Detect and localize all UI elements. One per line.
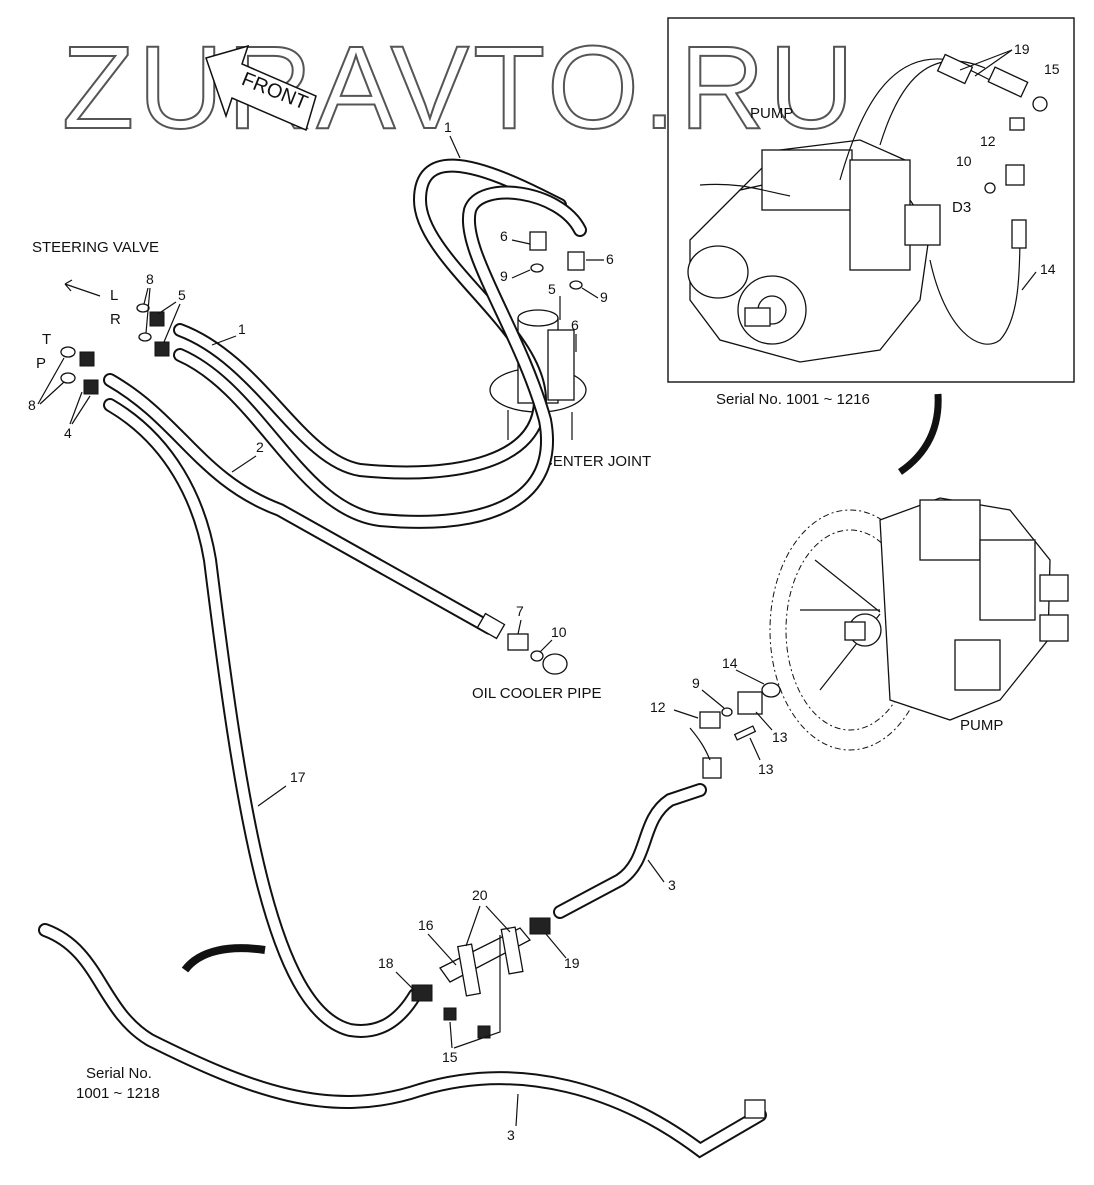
callout-3-upper: 3: [668, 877, 676, 893]
steering-fittings: [60, 303, 170, 395]
callout-12-inset: 12: [980, 133, 996, 149]
hose-3-upper: [553, 783, 707, 919]
inset-pump-body: [687, 139, 941, 363]
callout-14-pump: 13: [758, 761, 774, 777]
port-r-label: R: [110, 311, 121, 328]
callout-13-pump: 13: [772, 729, 788, 745]
callout-12-pump: 12: [650, 699, 666, 715]
main-pump-body: [769, 497, 1069, 751]
callout-3-lower: 3: [507, 1127, 515, 1143]
callout-8-upper: 8: [146, 271, 154, 287]
inset-pointer-arrow: [897, 393, 942, 475]
callout-13-inset: 14: [1040, 261, 1056, 277]
callout-18: 17: [290, 769, 306, 785]
steering-valve-label: STEERING VALVE: [32, 239, 159, 256]
callout-1-top: 1: [444, 119, 452, 135]
callout-6-mid: 6: [571, 317, 579, 333]
callout-15-inset: 19: [1014, 41, 1030, 57]
callout-10-cooler: 10: [551, 624, 567, 640]
callout-19-left: 18: [378, 955, 394, 971]
inset-pump-label: PUMP: [750, 105, 793, 122]
port-p-label: P: [36, 355, 46, 372]
callout-5-center: 5: [548, 281, 556, 297]
serial-lower-label-2: 1001 ~ 1218: [76, 1085, 160, 1102]
main-pump-label: PUMP: [960, 717, 1003, 734]
pump-inset-frame: [667, 17, 1075, 383]
oil-cooler-pipe-label: OIL COOLER PIPE: [472, 685, 602, 702]
watermark: ZURAVTO.RU: [62, 22, 858, 154]
callout-14-inset: 15: [1044, 61, 1060, 77]
callout-19-right: 19: [564, 955, 580, 971]
serial-lower-label-1: Serial No.: [86, 1065, 152, 1082]
callout-9-right: 9: [600, 289, 608, 305]
callout-2: 2: [256, 439, 264, 455]
callout-20: 20: [472, 887, 488, 903]
port-l-label: L: [110, 287, 118, 304]
callout-6-left: 6: [500, 228, 508, 244]
callout-8-lower: 8: [28, 397, 36, 413]
serial-inset-label: Serial No. 1001 ~ 1216: [716, 391, 870, 408]
callout-4: 4: [64, 425, 72, 441]
callout-1-left: 1: [238, 321, 246, 337]
callout-10-inset: 10: [956, 153, 972, 169]
port-d3-label: D3: [952, 199, 971, 216]
callout-16: 15: [442, 1049, 458, 1065]
callout-9-pump: 9: [692, 675, 700, 691]
lower-pointer-arrow: [181, 944, 266, 973]
pipe-assembly: [411, 917, 551, 1039]
callout-6-right: 6: [606, 251, 614, 267]
callout-15-pump: 14: [722, 655, 738, 671]
center-joint-label: CENTER JOINT: [542, 453, 651, 470]
callout-7: 7: [516, 603, 524, 619]
callout-9-left: 9: [500, 268, 508, 284]
callout-5-left: 5: [178, 287, 186, 303]
port-t-label: T: [42, 331, 51, 348]
steering-direction-arrow-icon: [64, 279, 101, 297]
callout-17: 16: [418, 917, 434, 933]
